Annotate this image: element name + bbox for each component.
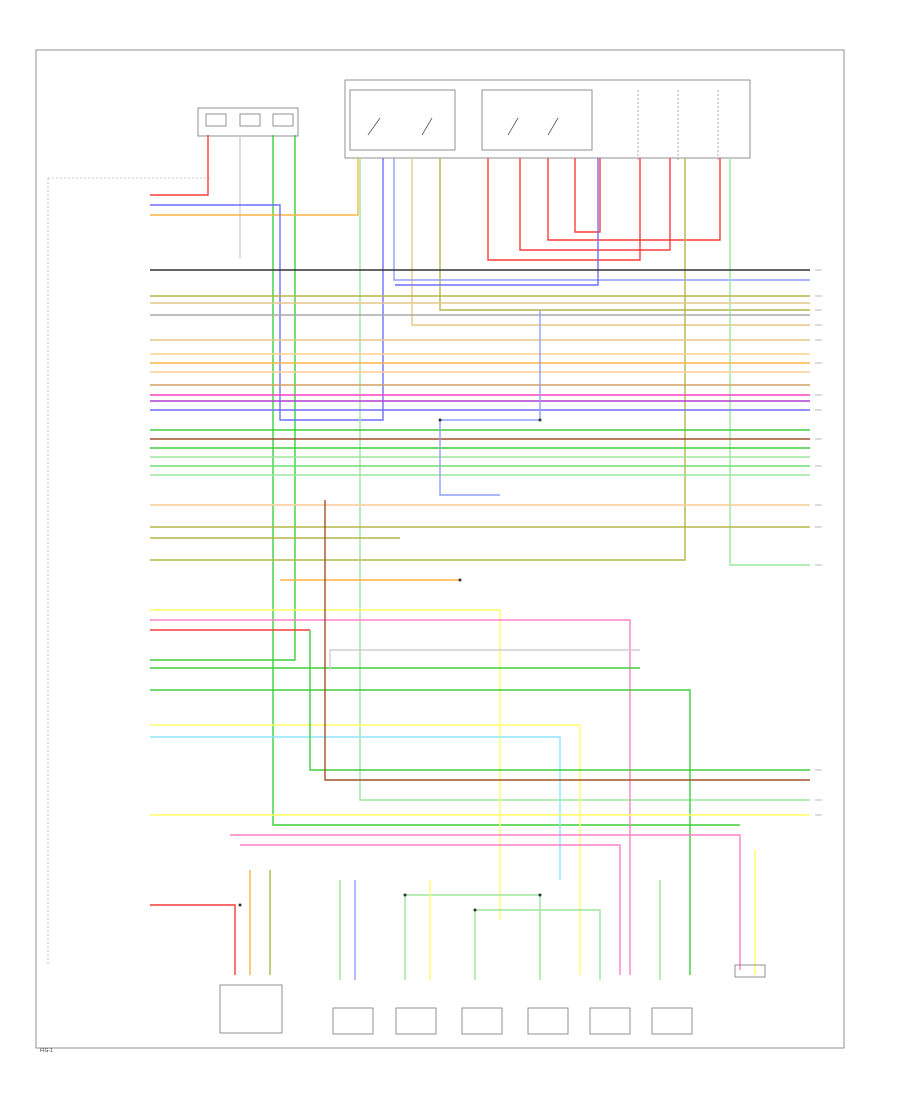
right-connectors [815, 269, 822, 816]
page-label: FIG-1 [40, 1048, 53, 1054]
component-box [219, 984, 283, 1034]
top-left-connector [197, 107, 299, 137]
component-box [395, 1007, 437, 1035]
component-box [589, 1007, 631, 1035]
component-box [461, 1007, 503, 1035]
component-box [332, 1007, 374, 1035]
component-box [651, 1007, 693, 1035]
component-box [527, 1007, 569, 1035]
diagram-border [35, 49, 845, 1049]
splice-points [238, 418, 542, 912]
component-box [734, 964, 766, 978]
wire-bundle [150, 135, 810, 980]
bottom-components [219, 964, 766, 1035]
power-distribution-center [344, 79, 751, 160]
